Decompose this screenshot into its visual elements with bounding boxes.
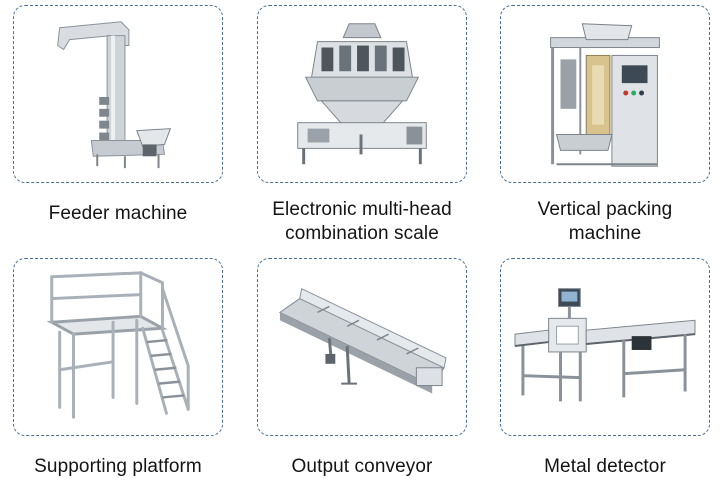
caption-conveyor: Output conveyor xyxy=(243,455,481,479)
caption-line: Vertical packing xyxy=(537,199,673,220)
caption-line: Metal detector xyxy=(544,456,666,477)
caption-line: machine xyxy=(568,223,642,244)
caption-platform: Supporting platform xyxy=(0,455,237,479)
caption-line: combination scale xyxy=(285,223,439,244)
caption-feeder: Feeder machine xyxy=(0,202,237,226)
output-conveyor-icon xyxy=(278,287,447,394)
caption-packing: Vertical packing machine xyxy=(486,198,720,246)
caption-line: Electronic multi-head xyxy=(272,199,452,220)
product-card-feeder xyxy=(13,5,223,183)
product-card-detector xyxy=(500,258,710,436)
metal-detector-icon xyxy=(514,288,696,402)
caption-detector: Metal detector xyxy=(486,455,720,479)
product-card-scale xyxy=(257,5,467,183)
z-bucket-elevator-icon xyxy=(57,21,172,169)
product-card-conveyor xyxy=(257,258,467,436)
caption-scale: Electronic multi-head combination scale xyxy=(243,198,481,246)
caption-line: Output conveyor xyxy=(291,456,433,477)
multihead-weigher-icon xyxy=(297,23,427,165)
caption-line: Supporting platform xyxy=(34,456,202,477)
product-card-platform xyxy=(13,258,223,436)
supporting-platform-icon xyxy=(46,271,190,419)
product-card-packing xyxy=(500,5,710,183)
caption-line: Feeder machine xyxy=(48,203,188,224)
vertical-packing-machine-icon xyxy=(550,23,660,167)
